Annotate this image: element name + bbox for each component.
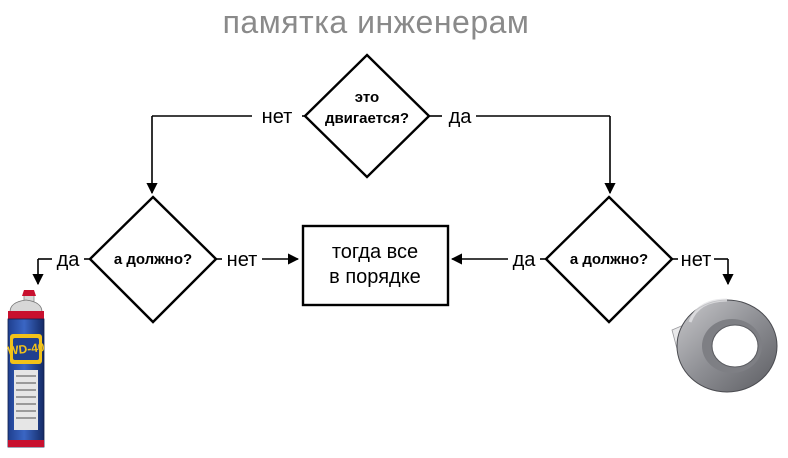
decision-moves-line1: это: [355, 89, 379, 106]
decision-should-right: а должно?: [544, 195, 674, 324]
edge-label-moves-no: нет: [262, 106, 293, 128]
wd40-logo: WD-40: [7, 340, 46, 358]
edge-label-moves-yes: да: [449, 106, 473, 128]
result-box: тогда все в порядке: [301, 224, 450, 307]
decision-moves: это двигается?: [303, 53, 431, 179]
duct-tape-icon: [671, 298, 778, 393]
decision-should-left-label: а должно?: [114, 251, 192, 268]
result-line2: в порядке: [329, 266, 421, 288]
wd40-can-icon: WD-40: [7, 290, 46, 448]
edge-label-right-no: нет: [681, 249, 712, 271]
edge-label-left-yes: да: [57, 249, 81, 271]
decision-should-left: а должно?: [88, 195, 218, 324]
decision-moves-line2: двигается?: [325, 110, 409, 127]
page-title: памятка инженерам: [223, 4, 530, 40]
edge-label-right-yes: да: [513, 249, 537, 271]
decision-should-right-label: а должно?: [570, 251, 648, 268]
result-line1: тогда все: [332, 241, 418, 263]
edge-label-left-no: нет: [227, 249, 258, 271]
